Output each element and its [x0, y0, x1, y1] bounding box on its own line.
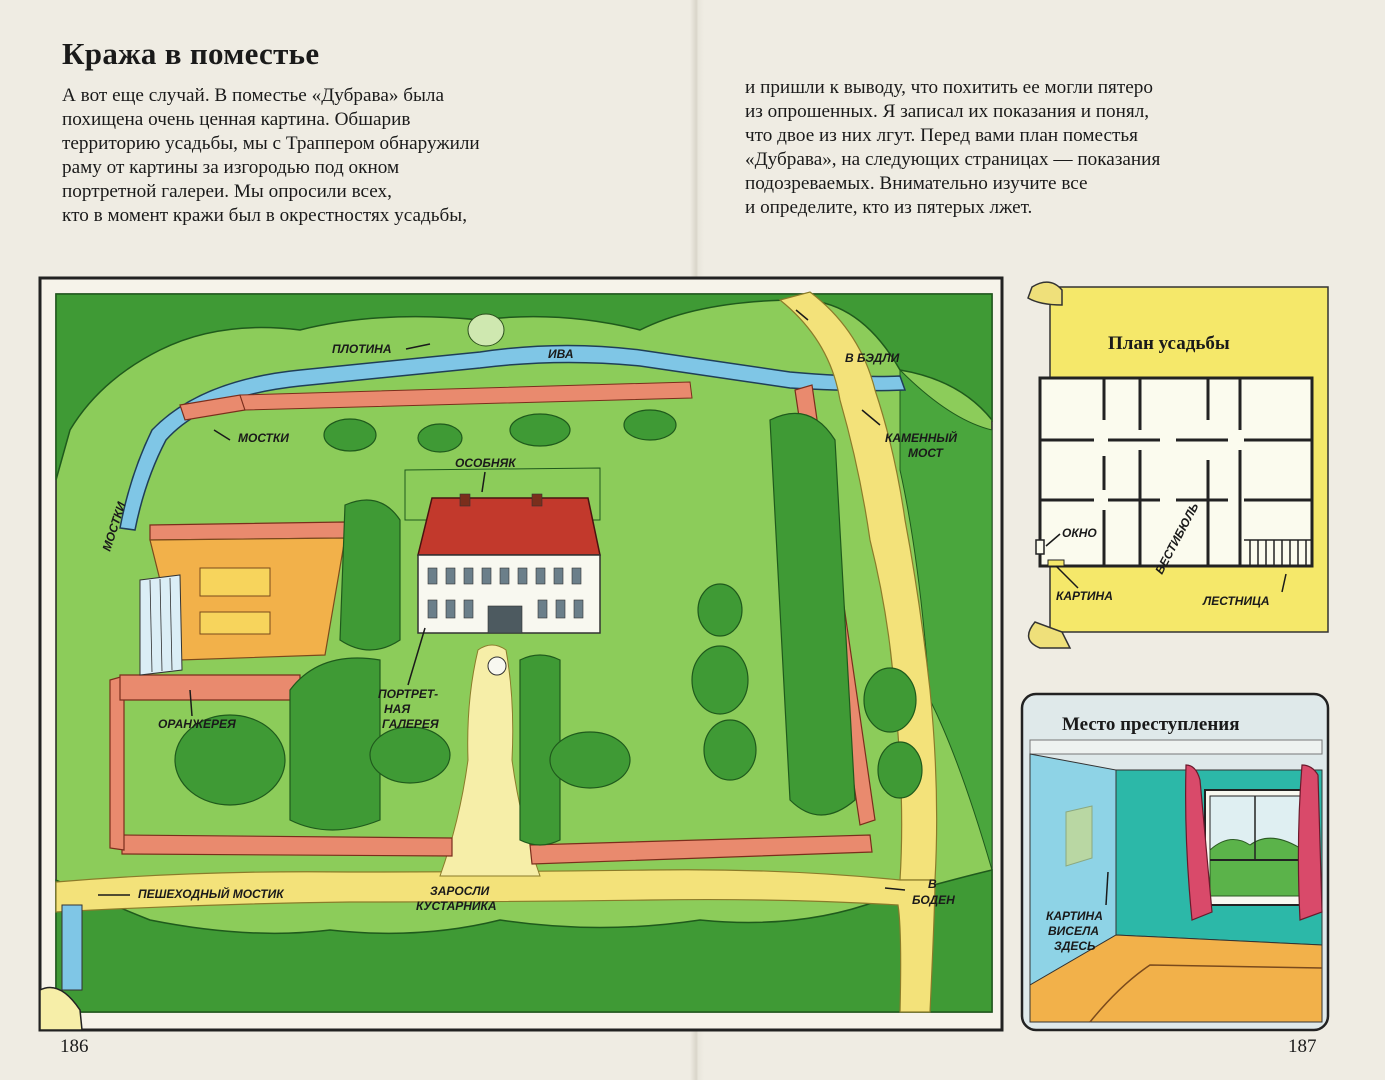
left-text-line: похищена очень ценная картина. Обшарив	[62, 109, 411, 130]
estate-map: ПЛОТИНА ИВА В БЭДЛИ МОСТКИ МОСТКИ КАМЕНН…	[38, 276, 1004, 1032]
willow-tree	[467, 313, 505, 347]
curtain-left	[1185, 764, 1213, 921]
right-paragraph: и пришли к выводу, что похитить ее могли…	[745, 76, 1160, 220]
label-thicket-2: КУСТАРНИКА	[416, 899, 497, 913]
plan-label-stairs: ЛЕСТНИЦА	[1202, 594, 1270, 608]
crime-scene-panel: Место преступления КАРТИНА ВИСЕЛА ЗДЕСЬ	[1020, 692, 1330, 1032]
right-text-line: и пришли к выводу, что похитить ее могли…	[745, 77, 1153, 98]
road-south	[55, 869, 936, 1013]
label-footbridge: ПЕШЕХОДНЫЙ МОСТИК	[138, 885, 285, 901]
left-text-line: территорию усадьбы, мы с Траппером обнар…	[62, 133, 480, 154]
crime-note-1: КАРТИНА	[1046, 909, 1103, 923]
label-gallery-3: ГАЛЕРЕЯ	[382, 717, 439, 731]
right-text-line: подозреваемых. Внимательно изучите все	[745, 173, 1088, 194]
label-bridges-top: МОСТКИ	[238, 431, 289, 445]
label-thicket-1: ЗАРОСЛИ	[430, 884, 490, 898]
plan-label-window: ОКНО	[1062, 526, 1097, 540]
label-greenhouse: ОРАНЖЕРЕЯ	[158, 717, 236, 731]
page-number-right: 187	[1288, 1036, 1317, 1057]
label-to-boden-1: В	[928, 877, 937, 891]
left-text-line: кто в момент кражи был в окрестностях ус…	[62, 205, 467, 226]
curtain-right	[1297, 764, 1323, 921]
left-text-line: портретной галереи. Мы опросили всех,	[62, 181, 392, 202]
crime-title: Место преступления	[1062, 714, 1240, 735]
painting-mark	[1065, 805, 1093, 867]
label-to-bedley: В БЭДЛИ	[845, 351, 900, 365]
left-text-line: А вот еще случай. В поместье «Дубрава» б…	[62, 85, 444, 106]
label-dam: ПЛОТИНА	[332, 342, 392, 356]
mansion	[404, 467, 601, 676]
plan-title: План усадьбы	[1108, 333, 1230, 354]
page-title: Кража в поместье	[62, 36, 320, 71]
crime-note-2: ВИСЕЛА	[1048, 924, 1099, 938]
plan-panel: План усадьбы ОКНО ВЕСТИБЮЛЬ КАРТИНА	[1027, 281, 1329, 649]
right-text-line: и определите, кто из пятерых лжет.	[745, 197, 1033, 218]
crime-note-3: ЗДЕСЬ	[1054, 939, 1096, 953]
label-to-boden-2: БОДЕН	[912, 893, 955, 907]
label-gallery-1: ПОРТРЕТ-	[378, 687, 438, 701]
river	[119, 344, 907, 531]
label-mansion: ОСОБНЯК	[455, 456, 517, 470]
right-text-line: из опрошенных. Я записал их показания и …	[745, 101, 1150, 122]
page-number-left: 186	[60, 1036, 89, 1057]
right-text-line: «Дубрава», на следующих страницах — пока…	[745, 149, 1161, 170]
footbridge	[61, 904, 83, 991]
label-gallery-2: НАЯ	[384, 702, 410, 716]
left-paragraph: А вот еще случай. В поместье «Дубрава» б…	[62, 84, 480, 228]
label-stone-bridge-1: КАМЕННЫЙ	[885, 429, 957, 445]
plan-label-painting: КАРТИНА	[1056, 589, 1113, 603]
label-stone-bridge-2: МОСТ	[908, 446, 945, 460]
floor	[1029, 934, 1323, 1023]
right-text-line: что двое из них лгут. Перед вами план по…	[745, 125, 1139, 146]
left-text-line: раму от картины за изгородью под окном	[62, 157, 400, 178]
label-willow: ИВА	[548, 347, 574, 361]
